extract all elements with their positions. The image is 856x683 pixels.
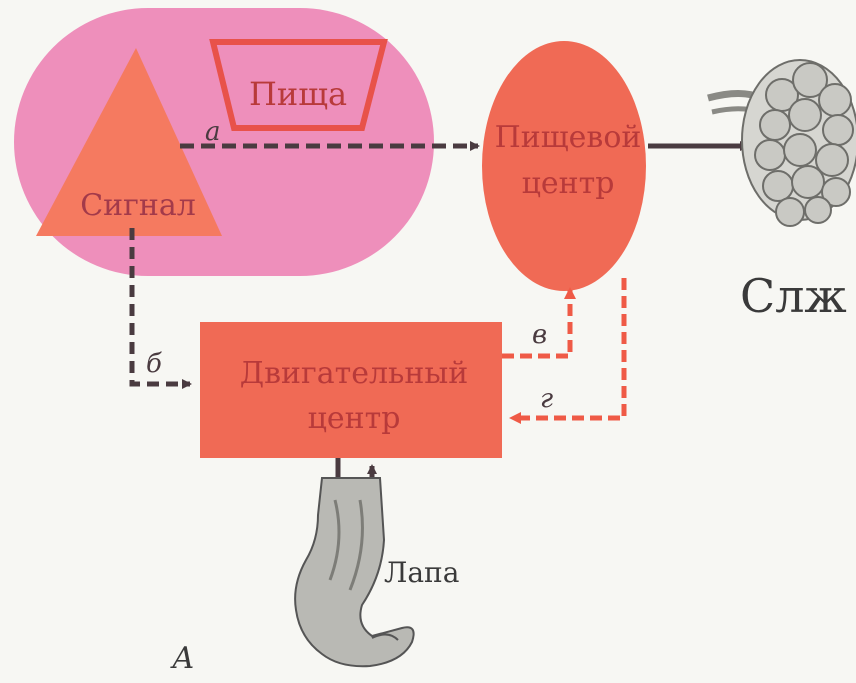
figure-letter: А [170,641,195,676]
food-center-label-line2: центр [522,166,615,201]
motor-center-label-line1: Двигательный [240,356,469,391]
gland-label: Слж [740,269,847,323]
food-center-label-line1: Пищевой [495,120,642,155]
connection-g-label: г [540,384,553,414]
food-label: Пища [249,75,347,113]
signal-label: Сигнал [80,188,196,223]
motor-center-label-line2: центр [308,401,401,436]
connection-v-label: в [532,320,547,350]
connection-a-label: а [205,117,221,147]
connection-b-label: б [146,349,162,379]
salivary-gland [708,60,856,226]
paw-label: Лапа [384,556,459,589]
